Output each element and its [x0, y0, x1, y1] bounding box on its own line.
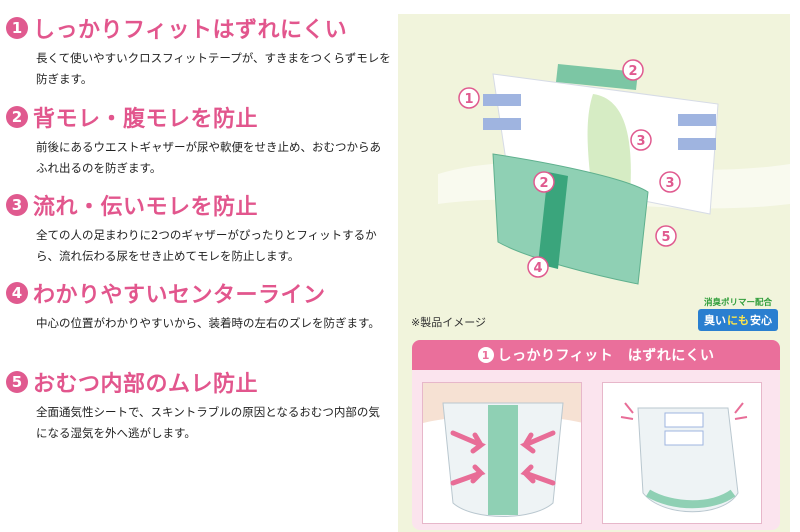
feature-description: 前後にあるウエストギャザーが尿や軟便をせき止め、おむつからあふれ出るのを防ぎます… [36, 140, 381, 175]
fit-detail-header: 1 しっかりフィット はずれにくい [412, 340, 780, 370]
callout-1: 1 [458, 87, 480, 109]
side-tape [678, 114, 716, 126]
callout-3: 3 [630, 129, 652, 151]
side-tape [678, 138, 716, 150]
feature-description: 中心の位置がわかりやすいから、装着時の左右のズレを防ぎます。 [36, 316, 380, 330]
number-badge: 1 [6, 17, 28, 39]
diaper-front-panel [492, 153, 649, 285]
svg-text:3: 3 [665, 176, 674, 191]
feature-title: 流れ・伝いモレを防止 [33, 195, 259, 220]
number-badge: 4 [6, 282, 28, 304]
callout-5: 5 [655, 225, 677, 247]
svg-text:2: 2 [628, 64, 637, 79]
number-badge: 5 [6, 371, 28, 393]
number-badge: 2 [6, 106, 28, 128]
diaper-illustration: 1 2 2 3 3 4 5 [438, 59, 790, 285]
deodorant-badge: 消臭ポリマー配合 臭いにも安心 [698, 294, 778, 340]
arrow-icon [520, 430, 556, 454]
sparkle-icon [620, 402, 748, 420]
arrow-icon [520, 464, 556, 486]
feature-title: しっかりフィットはずれにくい [33, 18, 348, 43]
svg-text:5: 5 [661, 230, 670, 245]
center-strip [488, 405, 518, 515]
fit-illustration-front [422, 382, 582, 524]
side-tape [483, 118, 521, 130]
side-tape [483, 94, 521, 106]
arrow-icon [450, 430, 486, 454]
deodorant-badge-label: 臭いにも安心 [698, 309, 778, 331]
feature-title: 背モレ・腹モレを防止 [33, 107, 259, 132]
diaper-side-illustration [620, 402, 748, 513]
feature-title: おむつ内部のムレ防止 [33, 372, 259, 397]
callout-4: 4 [527, 256, 549, 278]
deodorant-badge-caption: 消臭ポリマー配合 [704, 298, 773, 308]
callout-2: 2 [622, 59, 644, 81]
feature-item: 1 しっかりフィットはずれにくい 長くて使いやすいクロスフィットテープが、すきま… [6, 10, 391, 90]
product-panel: 1 2 2 3 3 4 5 ※製品イメージ 消臭ポリマー配合 臭 [398, 14, 790, 532]
feature-item: 3 流れ・伝いモレを防止 全ての人の足まわりに2つのギャザーがぴったりとフィット… [6, 187, 391, 267]
svg-text:1: 1 [464, 92, 473, 107]
svg-text:4: 4 [533, 261, 542, 276]
svg-text:3: 3 [636, 134, 645, 149]
feature-title: わかりやすいセンターライン [33, 283, 326, 308]
fit-illustration-side [602, 382, 762, 524]
fit-detail-title: しっかりフィット はずれにくい [497, 348, 715, 364]
feature-item: 4 わかりやすいセンターライン 中心の位置がわかりやすいから、装着時の左右のズレ… [6, 275, 391, 334]
callout-3: 3 [659, 171, 681, 193]
feature-item: 2 背モレ・腹モレを防止 前後にあるウエストギャザーが尿や軟便をせき止め、おむつ… [6, 99, 391, 179]
feature-description: 全ての人の足まわりに2つのギャザーがぴったりとフィットするから、流れ伝わる尿をせ… [36, 228, 377, 263]
feature-description: 全面通気性シートで、スキントラブルの原因となるおむつ内部の気になる湿気を外へ逃が… [36, 405, 380, 440]
product-image-note: ※製品イメージ [411, 316, 486, 329]
arrow-icon [450, 464, 486, 486]
feature-item: 5 おむつ内部のムレ防止 全面通気性シートで、スキントラブルの原因となるおむつ内… [6, 364, 391, 444]
svg-text:2: 2 [539, 176, 548, 191]
number-badge: 1 [477, 347, 494, 363]
number-badge: 3 [6, 194, 28, 216]
center-line [538, 172, 568, 269]
waist-band [556, 64, 638, 90]
fit-detail-card: 1 しっかりフィット はずれにくい [412, 340, 780, 530]
feature-description: 長くて使いやすいクロスフィットテープが、すきまをつくらずモレを防ぎます。 [36, 51, 391, 86]
diaper-front-illustration [423, 383, 581, 517]
callout-2: 2 [533, 171, 555, 193]
